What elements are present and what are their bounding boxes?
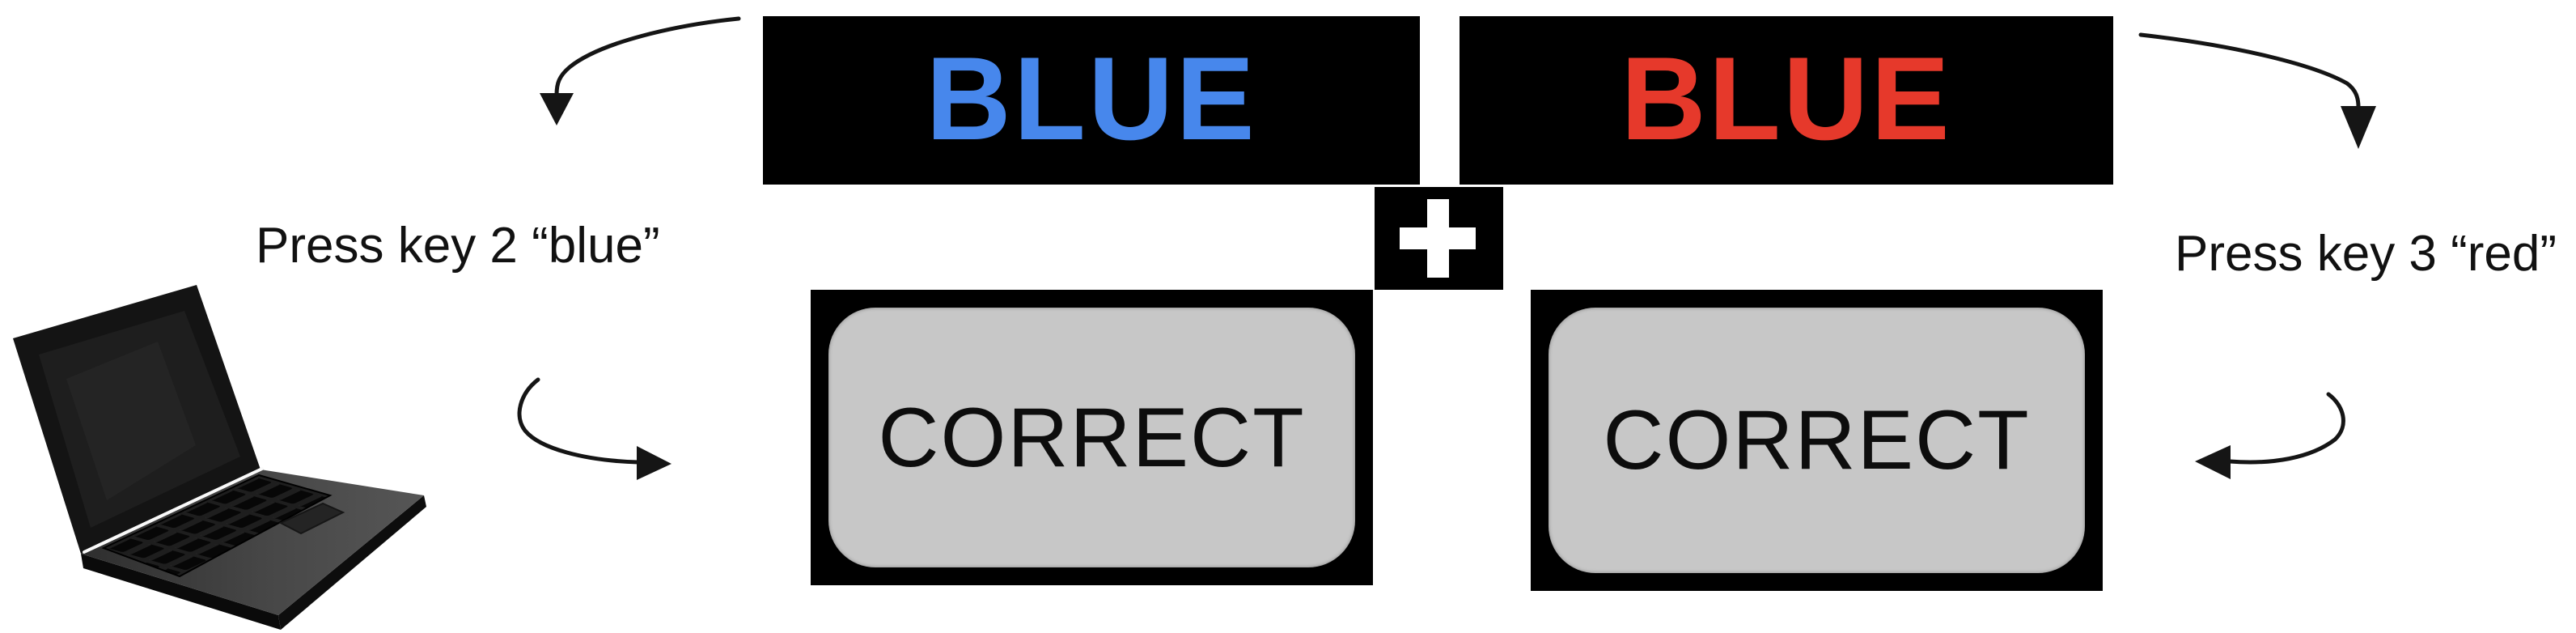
instruction-right: Press key 3 “red” xyxy=(2175,226,2557,282)
laptop-base xyxy=(81,469,424,615)
feedback-button-left: CORRECT xyxy=(828,308,1355,567)
arrow-top-left xyxy=(554,16,741,97)
laptop-front-edge xyxy=(81,554,281,630)
laptop-screen-sheen xyxy=(66,342,196,500)
feedback-label-right: CORRECT xyxy=(1603,393,2031,487)
arrowhead-mid-left xyxy=(637,446,672,480)
arrow-mid-left xyxy=(517,377,641,465)
laptop-hinge-highlight xyxy=(83,467,264,554)
instruction-left: Press key 2 “blue” xyxy=(256,218,660,274)
stimulus-panel-incongruent: BLUE xyxy=(1460,16,2113,185)
laptop-right-edge xyxy=(278,495,426,630)
stimulus-word-blue-ink: BLUE xyxy=(926,32,1257,164)
stimulus-word-red-ink: BLUE xyxy=(1621,32,1952,164)
arrow-mid-right xyxy=(2227,392,2345,465)
arrow-top-right xyxy=(2138,32,2361,109)
fixation-panel xyxy=(1375,187,1503,290)
laptop-icon xyxy=(13,285,426,630)
feedback-panel-right: CORRECT xyxy=(1531,290,2103,591)
arrowhead-top-left xyxy=(540,93,574,125)
laptop-keyboard xyxy=(101,474,333,578)
stimulus-panel-congruent: BLUE xyxy=(763,16,1420,185)
feedback-label-left: CORRECT xyxy=(878,390,1306,485)
laptop-trackpad xyxy=(278,502,345,535)
feedback-panel-left: CORRECT xyxy=(811,290,1373,585)
feedback-button-right: CORRECT xyxy=(1549,308,2085,573)
arrowhead-mid-right xyxy=(2195,445,2231,479)
arrowhead-top-right xyxy=(2341,106,2376,149)
fixation-cross-icon xyxy=(1400,199,1476,278)
laptop-illustration xyxy=(0,283,453,633)
